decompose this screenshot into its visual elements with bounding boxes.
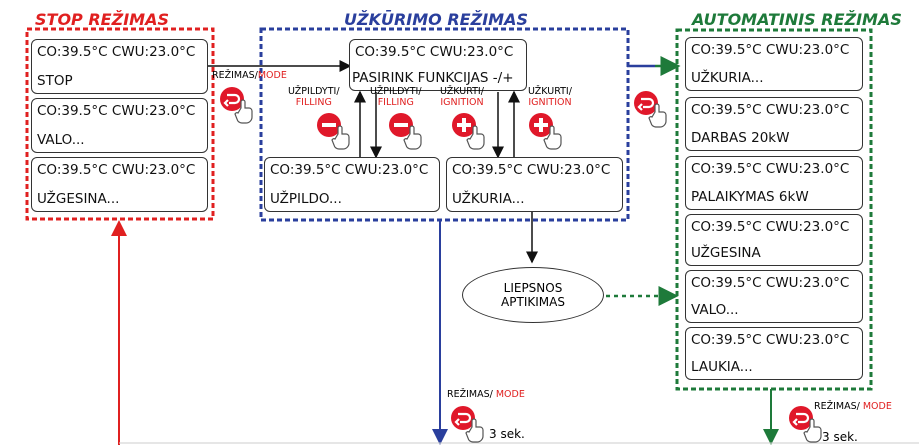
auto-box-valo: CO:39.5°C CWU:23.0°C VALO... xyxy=(685,270,863,323)
stop-box-stop: CO:39.5°C CWU:23.0°C STOP xyxy=(31,39,208,94)
temp-readout: CO:39.5°C CWU:23.0°C xyxy=(691,275,850,291)
temp-readout: CO:39.5°C CWU:23.0°C xyxy=(37,103,196,119)
mode-label-bottom-right: REŽIMAS/ MODE xyxy=(814,401,892,412)
status-text: UŽPILDO... xyxy=(270,191,342,207)
mode-button-icon[interactable] xyxy=(450,405,492,445)
stop-box-valo: CO:39.5°C CWU:23.0°C VALO... xyxy=(31,98,208,153)
status-text: VALO... xyxy=(37,132,85,148)
temp-readout: CO:39.5°C CWU:23.0°C xyxy=(355,44,514,60)
flame-detection-text: LIEPSNOS APTIKIMAS xyxy=(501,281,565,309)
plus-button-icon[interactable] xyxy=(451,112,493,152)
ignition-mode-title: UŽKŪRIMO REŽIMAS xyxy=(344,10,528,29)
status-text: VALO... xyxy=(691,302,739,318)
fill-label-left: UŽPILDYTI/ FILLING xyxy=(288,86,340,108)
auto-mode-title: AUTOMATINIS REŽIMAS xyxy=(692,10,902,29)
temp-readout: CO:39.5°C CWU:23.0°C xyxy=(270,162,429,178)
temp-readout: CO:39.5°C CWU:23.0°C xyxy=(37,162,196,178)
temp-readout: CO:39.5°C CWU:23.0°C xyxy=(691,161,850,177)
ignite-label-right: UŽKURTI/ IGNITION xyxy=(528,86,572,108)
auto-frame xyxy=(675,28,873,391)
minus-button-icon[interactable] xyxy=(388,112,430,152)
status-text: UŽGESINA xyxy=(691,245,761,261)
status-text: DARBAS 20kW xyxy=(691,130,790,146)
mode-button-icon[interactable] xyxy=(788,405,830,445)
temp-readout: CO:39.5°C CWU:23.0°C xyxy=(691,102,850,118)
status-text: UŽKURIA... xyxy=(691,70,764,86)
status-text: PALAIKYMAS 6kW xyxy=(691,189,809,205)
temp-readout: CO:39.5°C CWU:23.0°C xyxy=(691,42,850,58)
ignite-box: CO:39.5°C CWU:23.0°C UŽKURIA... xyxy=(446,157,623,212)
status-text: UŽGESINA... xyxy=(37,191,120,207)
temp-readout: CO:39.5°C CWU:23.0°C xyxy=(452,162,611,178)
fill-box: CO:39.5°C CWU:23.0°C UŽPILDO... xyxy=(264,157,440,212)
fill-label-right: UŽPILDYTI/ FILLING xyxy=(370,86,422,108)
minus-button-icon[interactable] xyxy=(316,112,358,152)
mode-button-icon[interactable] xyxy=(633,90,675,130)
auto-box-uzgesina: CO:39.5°C CWU:23.0°C UŽGESINA xyxy=(685,214,863,266)
auto-box-uzkuria: CO:39.5°C CWU:23.0°C UŽKURIA... xyxy=(685,37,863,91)
mode-button-icon[interactable] xyxy=(219,86,261,126)
temp-readout: CO:39.5°C CWU:23.0°C xyxy=(37,44,196,60)
status-text: STOP xyxy=(37,73,73,89)
ignition-frame xyxy=(259,27,630,222)
mode-label-top: REŽIMAS/MODE xyxy=(212,70,287,81)
auto-box-darbas: CO:39.5°C CWU:23.0°C DARBAS 20kW xyxy=(685,97,863,151)
temp-readout: CO:39.5°C CWU:23.0°C xyxy=(691,332,850,348)
ignite-label-left: UŽKURTI/ IGNITION xyxy=(440,86,484,108)
stop-frame xyxy=(25,27,215,221)
stop-box-uzgesina: CO:39.5°C CWU:23.0°C UŽGESINA... xyxy=(31,157,208,212)
status-text: LAUKIA... xyxy=(691,359,753,375)
plus-button-icon[interactable] xyxy=(528,112,570,152)
stop-mode-title: STOP REŽIMAS xyxy=(35,10,169,29)
auto-box-palaikymas: CO:39.5°C CWU:23.0°C PALAIKYMAS 6kW xyxy=(685,156,863,210)
menu-text: PASIRINK FUNKCIJAS -/+ xyxy=(352,70,514,86)
temp-readout: CO:39.5°C CWU:23.0°C xyxy=(691,219,850,235)
hold-3s-label-right: 3 sek. xyxy=(822,430,858,444)
status-text: UŽKURIA... xyxy=(452,191,525,207)
mode-label-bottom-center: REŽIMAS/ MODE xyxy=(447,389,525,400)
hold-3s-label-center: 3 sek. xyxy=(489,427,525,441)
menu-box: CO:39.5°C CWU:23.0°C PASIRINK FUNKCIJAS … xyxy=(349,39,527,91)
auto-box-laukia: CO:39.5°C CWU:23.0°C LAUKIA... xyxy=(685,327,863,380)
flame-detection-node: LIEPSNOS APTIKIMAS xyxy=(462,267,604,323)
